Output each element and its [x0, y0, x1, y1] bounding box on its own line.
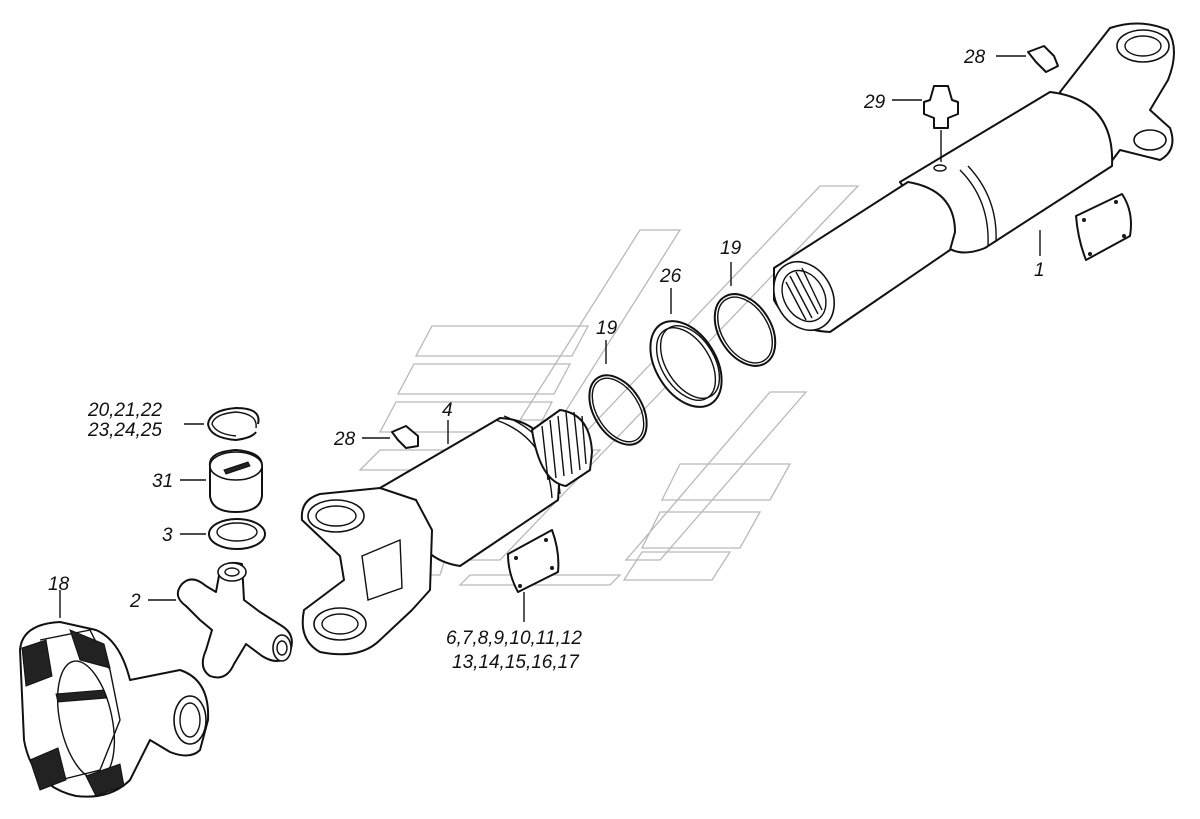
callout-3: 3 [162, 525, 173, 546]
clip-part-28-left [362, 425, 419, 449]
callout-6-12: 6,7,8,9,10,11,12 [446, 628, 582, 649]
seal-part-26 [649, 288, 723, 408]
seal-ring-part-19-left [588, 340, 648, 446]
seal-ring-part-19-right [713, 262, 777, 367]
callout-20-22: 20,21,22 [87, 400, 162, 421]
callout-2: 2 [129, 591, 141, 612]
flange-yoke-part-18 [19, 590, 210, 798]
bearing-cup-part-31 [180, 449, 263, 513]
callout-28-left: 28 [333, 429, 356, 450]
grease-nipple-part-29 [892, 85, 959, 162]
callout-19-right: 19 [720, 238, 742, 259]
callout-13-17: 13,14,15,16,17 [452, 652, 580, 673]
callout-4: 4 [442, 400, 453, 421]
cross-part-2 [148, 561, 293, 679]
snap-ring-part-20-25 [184, 406, 260, 442]
balance-plate-center [507, 529, 560, 622]
callout-18: 18 [48, 574, 70, 595]
callout-28-top: 28 [963, 47, 986, 68]
callout-23-25: 23,24,25 [87, 420, 162, 441]
callout-1: 1 [1034, 260, 1045, 281]
callout-19-left: 19 [596, 318, 618, 339]
outer-tube-part-1 [773, 22, 1175, 333]
seal-part-3 [180, 518, 266, 550]
splined-shaft-part-4 [300, 409, 593, 656]
callout-29: 29 [863, 92, 886, 113]
callout-26: 26 [659, 266, 682, 287]
clip-part-28-top [996, 45, 1059, 73]
callout-31: 31 [152, 471, 173, 492]
callout-labels: 1 2 3 4 6,7,8,9,10,11,12 13,14,15,16,17 … [48, 47, 1045, 673]
balance-plate-right [1075, 193, 1132, 261]
